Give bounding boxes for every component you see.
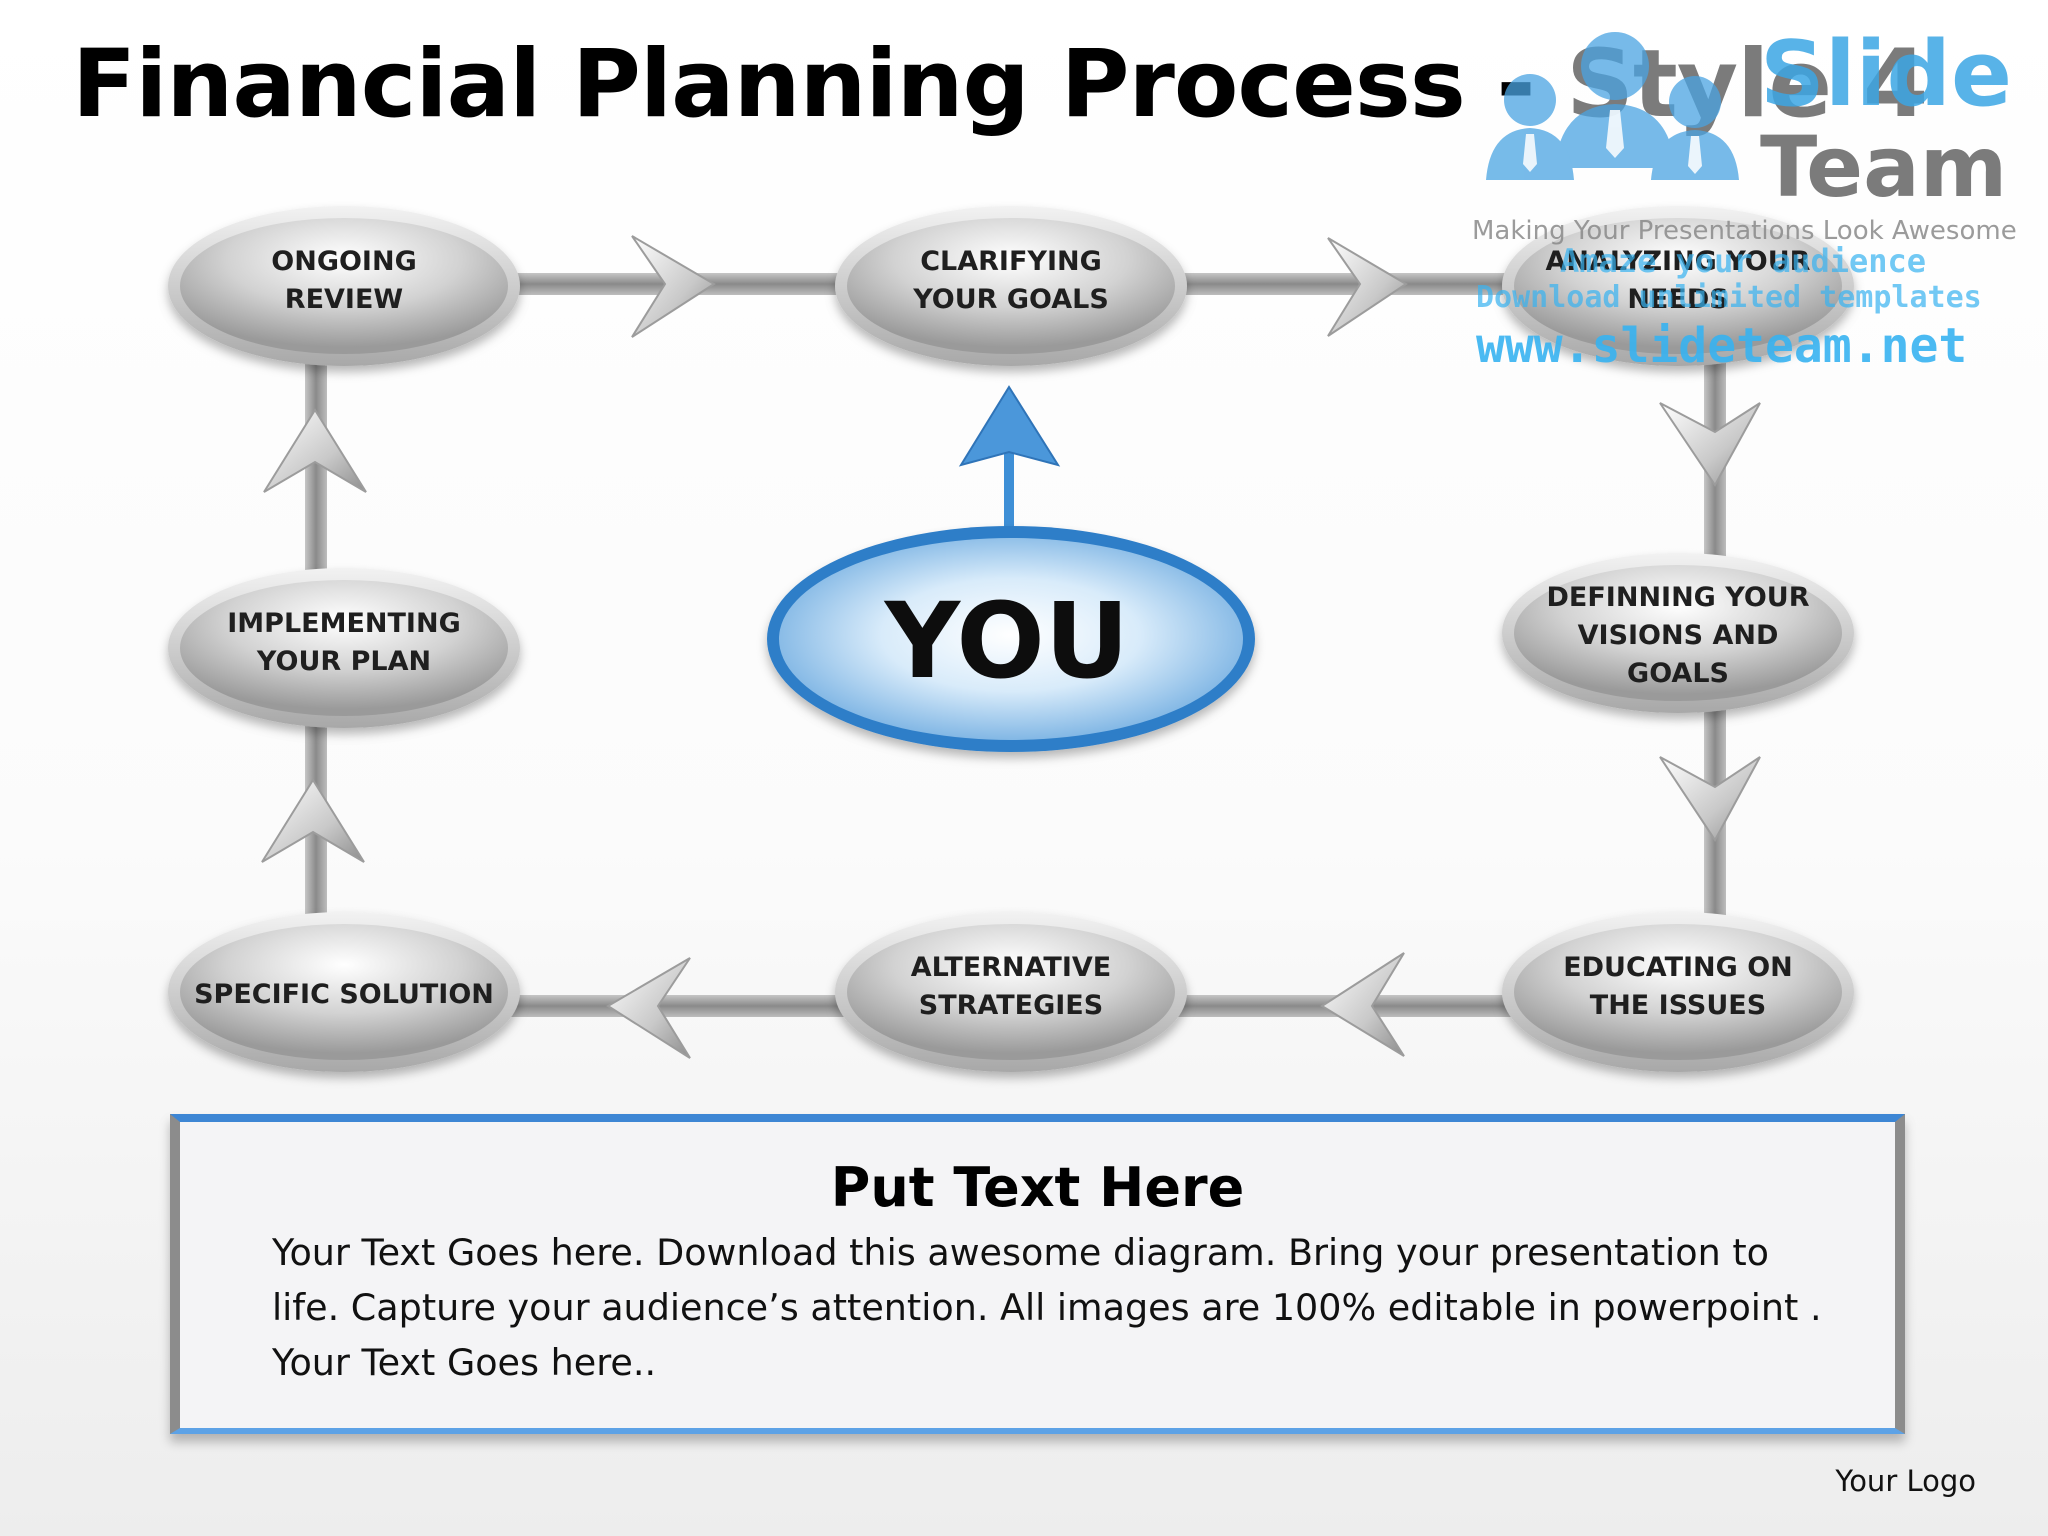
arrow-up-icon xyxy=(263,408,367,493)
arrow-left-icon xyxy=(1320,952,1405,1057)
watermark-line-1: Amaze your audience xyxy=(1560,242,1927,280)
connector-left-upper xyxy=(305,340,327,590)
arrow-up-icon xyxy=(958,385,1061,467)
connector-bottom-left xyxy=(450,995,920,1017)
panel-heading: Put Text Here xyxy=(830,1156,1245,1219)
footer-logo-text: Your Logo xyxy=(1835,1464,1976,1498)
watermark-line-2: Download unlimited templates xyxy=(1476,280,1982,315)
arrow-right-icon xyxy=(1327,237,1408,337)
logo-slide-text: Slide xyxy=(1760,22,2012,127)
page-title: Financial Planning Process - Style 4 xyxy=(72,30,1928,139)
arrow-up-icon xyxy=(261,778,365,863)
arrow-down-icon xyxy=(1659,756,1761,842)
watermark-url: www.slideteam.net xyxy=(1476,318,1968,374)
logo-tagline: Making Your Presentations Look Awesome xyxy=(1472,216,2017,246)
node-you: YOU xyxy=(767,526,1255,752)
arrow-right-icon xyxy=(631,235,716,338)
panel-body: Your Text Goes here. Download this aweso… xyxy=(272,1231,1822,1384)
logo-team-text: Team xyxy=(1760,118,2008,216)
you-label: YOU xyxy=(883,580,1129,702)
text-panel: Put Text Here Your Text Goes here. Downl… xyxy=(170,1114,1905,1434)
you-arrow-shaft xyxy=(1004,438,1014,538)
arrow-left-icon xyxy=(606,957,691,1059)
node-specific-solution-label: SPECIFIC SOLUTION xyxy=(194,979,494,1010)
node-specific-solution: SPECIFIC SOLUTION xyxy=(168,912,520,1072)
connector-top-right xyxy=(1120,273,1560,295)
people-logo-icon xyxy=(1486,32,1739,180)
slideteam-logo: Slide Team Making Your Presentations Loo… xyxy=(1460,18,2020,374)
title-main: Financial Planning Process - xyxy=(72,30,1567,139)
arrow-down-icon xyxy=(1659,402,1761,487)
